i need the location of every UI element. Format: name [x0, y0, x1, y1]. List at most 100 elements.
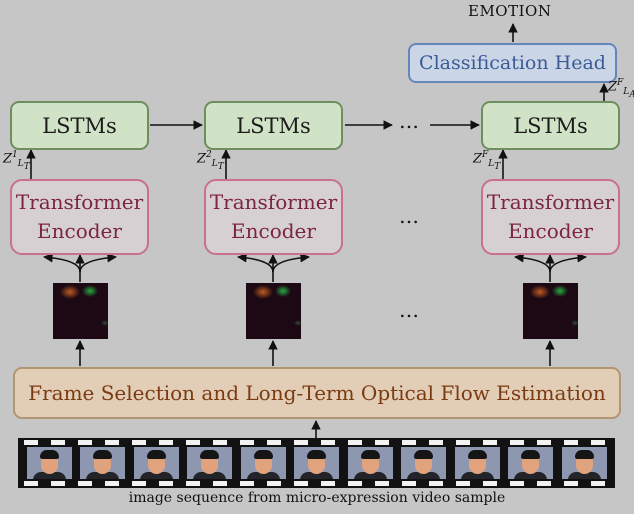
- z-sup-head: F: [617, 78, 624, 88]
- encoder-ellipsis: …: [399, 204, 420, 228]
- encoder-label-line2-3: Encoder: [508, 219, 593, 243]
- lstm-ellipsis: …: [399, 109, 420, 133]
- z-label-2: Z2LT: [197, 150, 224, 172]
- fan-1-left: [43, 252, 81, 282]
- lstm-box-1: LSTMs: [10, 101, 149, 150]
- frame-subject-shirt: [460, 472, 494, 479]
- emotion-label: EMOTION: [468, 2, 552, 20]
- filmstrip-caption: image sequence from micro-expression vid…: [128, 490, 506, 506]
- frame-subject-hair: [200, 450, 219, 459]
- film-sprocket-hole: [132, 481, 146, 486]
- encoder-label-line2-2: Encoder: [231, 219, 316, 243]
- film-sprocket-hole: [321, 481, 335, 486]
- z-label-3: ZFLT: [473, 150, 500, 172]
- z-sub-3: L: [488, 158, 495, 169]
- lstm-box-3: LSTMs: [481, 101, 620, 150]
- film-sprocket-hole: [213, 440, 227, 445]
- film-frame: [454, 447, 500, 479]
- film-sprocket-hole: [591, 440, 605, 445]
- film-sprocket-hole: [240, 481, 254, 486]
- fan-1-right: [79, 252, 117, 273]
- film-sprocket-hole: [456, 481, 470, 486]
- film-sprocket-hole: [294, 481, 308, 486]
- classification-head-box: Classification Head: [408, 43, 617, 83]
- frame-subject-hair: [39, 450, 59, 459]
- frame-subject-hair: [360, 450, 380, 459]
- z-subsub-1: T: [23, 161, 30, 172]
- film-sprocket-hole: [591, 481, 605, 486]
- frame-subject-shirt: [32, 472, 66, 479]
- encoder-label-line1-1: Transformer: [15, 190, 144, 214]
- film-sprocket-hole: [402, 481, 416, 486]
- film-sprocket-hole: [429, 481, 443, 486]
- frame-subject-shirt: [300, 472, 333, 479]
- film-sprocket-hole: [564, 440, 578, 445]
- transformer-encoder-box-3: Transformer Encoder: [481, 179, 620, 255]
- z-label-1: Z1LT: [3, 150, 30, 172]
- video-filmstrip: [18, 438, 615, 488]
- optical-flow-image-1: [53, 283, 108, 339]
- flow-image-ellipsis: …: [399, 298, 420, 322]
- film-sprocket-hole: [429, 440, 443, 445]
- encoder-label-line1-2: Transformer: [209, 190, 338, 214]
- z-sub-2: L: [211, 158, 218, 169]
- classification-head-label: Classification Head: [419, 52, 606, 74]
- film-sprocket-hole: [483, 440, 497, 445]
- film-sprocket-hole: [267, 481, 281, 486]
- film-sprocket-hole: [186, 440, 200, 445]
- film-sprocket-hole: [375, 440, 389, 445]
- film-sprocket-hole: [456, 440, 470, 445]
- film-sprocket-hole: [294, 440, 308, 445]
- z-symbol-3: Z: [473, 151, 483, 167]
- z-sup-1: 1: [12, 150, 18, 160]
- frame-selection-box: Frame Selection and Long-Term Optical Fl…: [13, 367, 621, 419]
- film-frame: [508, 447, 553, 479]
- frame-subject-hair: [93, 450, 112, 459]
- transformer-encoder-box-1: Transformer Encoder: [10, 179, 149, 255]
- film-sprocket-hole: [321, 440, 335, 445]
- film-frame: [80, 447, 125, 479]
- z-sup-2: 2: [206, 150, 212, 160]
- film-frame: [294, 447, 339, 479]
- lstm-box-2: LSTMs: [204, 101, 343, 150]
- film-sprocket-hole: [537, 481, 551, 486]
- film-frame: [187, 447, 232, 479]
- film-sprocket-hole: [186, 481, 200, 486]
- film-sprocket-hole: [510, 481, 524, 486]
- z-symbol-2: Z: [197, 151, 207, 167]
- frame-subject-shirt: [353, 472, 387, 479]
- frame-subject-shirt: [567, 472, 601, 479]
- film-sprocket-hole: [564, 481, 578, 486]
- film-frame: [401, 447, 446, 479]
- z-sub-1: L: [17, 158, 24, 169]
- frame-subject-hair: [574, 450, 594, 459]
- transformer-encoder-box-2: Transformer Encoder: [204, 179, 343, 255]
- film-sprocket-hole: [213, 481, 227, 486]
- frame-subject-hair: [146, 450, 166, 459]
- film-sprocket-hole: [348, 481, 362, 486]
- film-sprocket-hole: [267, 440, 281, 445]
- film-frame: [26, 447, 72, 479]
- film-sprocket-hole: [51, 481, 65, 486]
- fan-2-right: [272, 252, 310, 273]
- film-sprocket-hole: [105, 481, 119, 486]
- z-symbol-1: Z: [3, 151, 13, 167]
- lstm-label-1: LSTMs: [42, 113, 117, 138]
- fan-2-left: [237, 252, 274, 282]
- film-sprocket-hole: [24, 440, 38, 445]
- film-sprocket-hole: [132, 440, 146, 445]
- frame-subject-shirt: [193, 472, 226, 479]
- z-label-head: ZFLA: [608, 78, 634, 100]
- film-sprocket-hole: [24, 481, 38, 486]
- film-sprocket-hole: [51, 440, 65, 445]
- film-sprocket-hole: [78, 440, 92, 445]
- frame-subject-hair: [253, 450, 273, 459]
- z-subsub-3: T: [494, 161, 501, 172]
- z-subsub-head: A: [629, 90, 634, 100]
- frame-subject-hair: [467, 450, 487, 459]
- film-sprocket-hole: [348, 440, 362, 445]
- film-sprocket-hole: [402, 440, 416, 445]
- optical-flow-image-2: [246, 283, 301, 339]
- fan-3-right: [549, 252, 587, 273]
- film-frame: [133, 447, 179, 479]
